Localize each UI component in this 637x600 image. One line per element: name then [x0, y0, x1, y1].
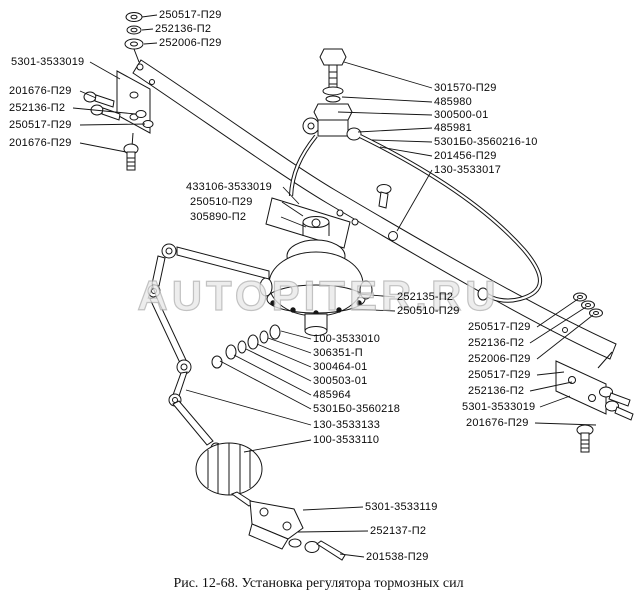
part-label: 250517-П29: [159, 9, 222, 21]
part-label: 433106-3533019: [186, 181, 272, 193]
part-label: 252136-П2: [468, 337, 525, 349]
leader-line: [143, 42, 158, 45]
leader-line: [141, 14, 158, 18]
leader-line: [351, 308, 396, 312]
leader-line: [529, 381, 573, 392]
rubber-boot: [195, 442, 263, 496]
part-label: 252136-П2: [155, 23, 212, 35]
leader-line: [245, 348, 312, 382]
top-washer-stack: [124, 12, 144, 63]
leader-line: [282, 186, 300, 205]
part-label: 485964: [313, 389, 351, 401]
leader-line: [185, 389, 312, 426]
part-label: 485980: [434, 96, 472, 108]
leader-line: [302, 506, 364, 511]
part-label: 100-3533110: [313, 434, 380, 446]
part-label: 252006-П29: [159, 37, 222, 49]
regulator-body: [259, 216, 373, 336]
part-label: 252137-П2: [370, 525, 427, 537]
leader-line: [337, 111, 433, 116]
leader-line: [343, 61, 433, 89]
part-label: 485981: [434, 122, 472, 134]
leader-line: [396, 169, 433, 232]
leader-line: [141, 28, 154, 31]
figure-caption: Рис. 12-68. Установка регулятора тормозн…: [173, 576, 464, 591]
part-label: 5301-3533019: [462, 401, 536, 413]
beam-bolt: [376, 184, 392, 209]
leader-line: [79, 90, 97, 99]
part-label: 250517-П29: [9, 119, 72, 131]
part-label: 5301Б0-3560216-10: [434, 136, 538, 148]
leader-line: [267, 337, 312, 354]
part-label: 130-3533133: [313, 419, 381, 431]
leader-line: [281, 201, 304, 217]
leader-line: [233, 354, 312, 396]
washer-chain: [211, 324, 281, 369]
part-label: 201676-П29: [9, 137, 72, 149]
leader-line: [280, 216, 307, 228]
leader-line: [379, 146, 433, 157]
part-label: 252136-П2: [468, 385, 525, 397]
leader-line: [357, 293, 396, 298]
part-label: 250517-П29: [468, 369, 531, 381]
leader-line: [243, 439, 312, 453]
leader-line: [529, 306, 587, 344]
part-label: 305890-П2: [190, 211, 247, 223]
part-label: 252135-П2: [397, 291, 454, 303]
leader-line: [72, 107, 137, 115]
part-label: 130-3533017: [434, 164, 502, 176]
part-label: 300464-01: [313, 361, 368, 373]
part-label: 300503-01: [313, 375, 368, 387]
leader-line: [536, 298, 579, 328]
part-label: 252006-П29: [468, 353, 531, 365]
part-label: 5301Б0-3560218: [313, 403, 401, 415]
part-label: 201456-П29: [434, 150, 497, 162]
frame-beam: [132, 59, 617, 369]
part-label: 252136-П2: [9, 102, 66, 114]
leader-line: [79, 123, 146, 126]
part-label: 5301-3533019: [11, 56, 85, 68]
part-label: 5301-3533119: [365, 501, 438, 513]
left-bracket: [83, 70, 154, 171]
leader-line: [539, 395, 571, 408]
part-label: 250510-П29: [190, 196, 253, 208]
leader-line: [536, 314, 594, 360]
bottom-bracket: [230, 491, 346, 561]
part-label: 301570-П29: [434, 82, 497, 94]
leader-line: [297, 530, 369, 533]
part-label: 300500-01: [434, 109, 489, 121]
leader-line: [219, 360, 312, 410]
leader-line: [371, 139, 433, 143]
leader-line: [256, 343, 312, 368]
leader-line: [357, 127, 433, 133]
part-label: 250510-П29: [397, 305, 460, 317]
part-label: 306351-П: [313, 347, 363, 359]
part-label: 201676-П29: [466, 417, 529, 429]
leader-line: [79, 142, 127, 153]
tee-fitting-assembly: [302, 48, 362, 141]
right-bracket: [555, 292, 634, 453]
part-label: 100-3533010: [313, 333, 381, 345]
leader-line: [341, 96, 433, 103]
leader-line: [536, 371, 565, 376]
part-label: 201676-П29: [9, 85, 72, 97]
lever-linkage: [147, 243, 270, 446]
leader-line: [280, 330, 312, 340]
leader-line: [339, 553, 365, 558]
brake-pipe: [288, 134, 543, 303]
part-label: 250517-П29: [468, 321, 531, 333]
leader-line: [534, 422, 597, 426]
leader-line: [89, 61, 121, 80]
leader-lines: [72, 14, 597, 558]
part-label: 201538-П29: [366, 551, 429, 563]
